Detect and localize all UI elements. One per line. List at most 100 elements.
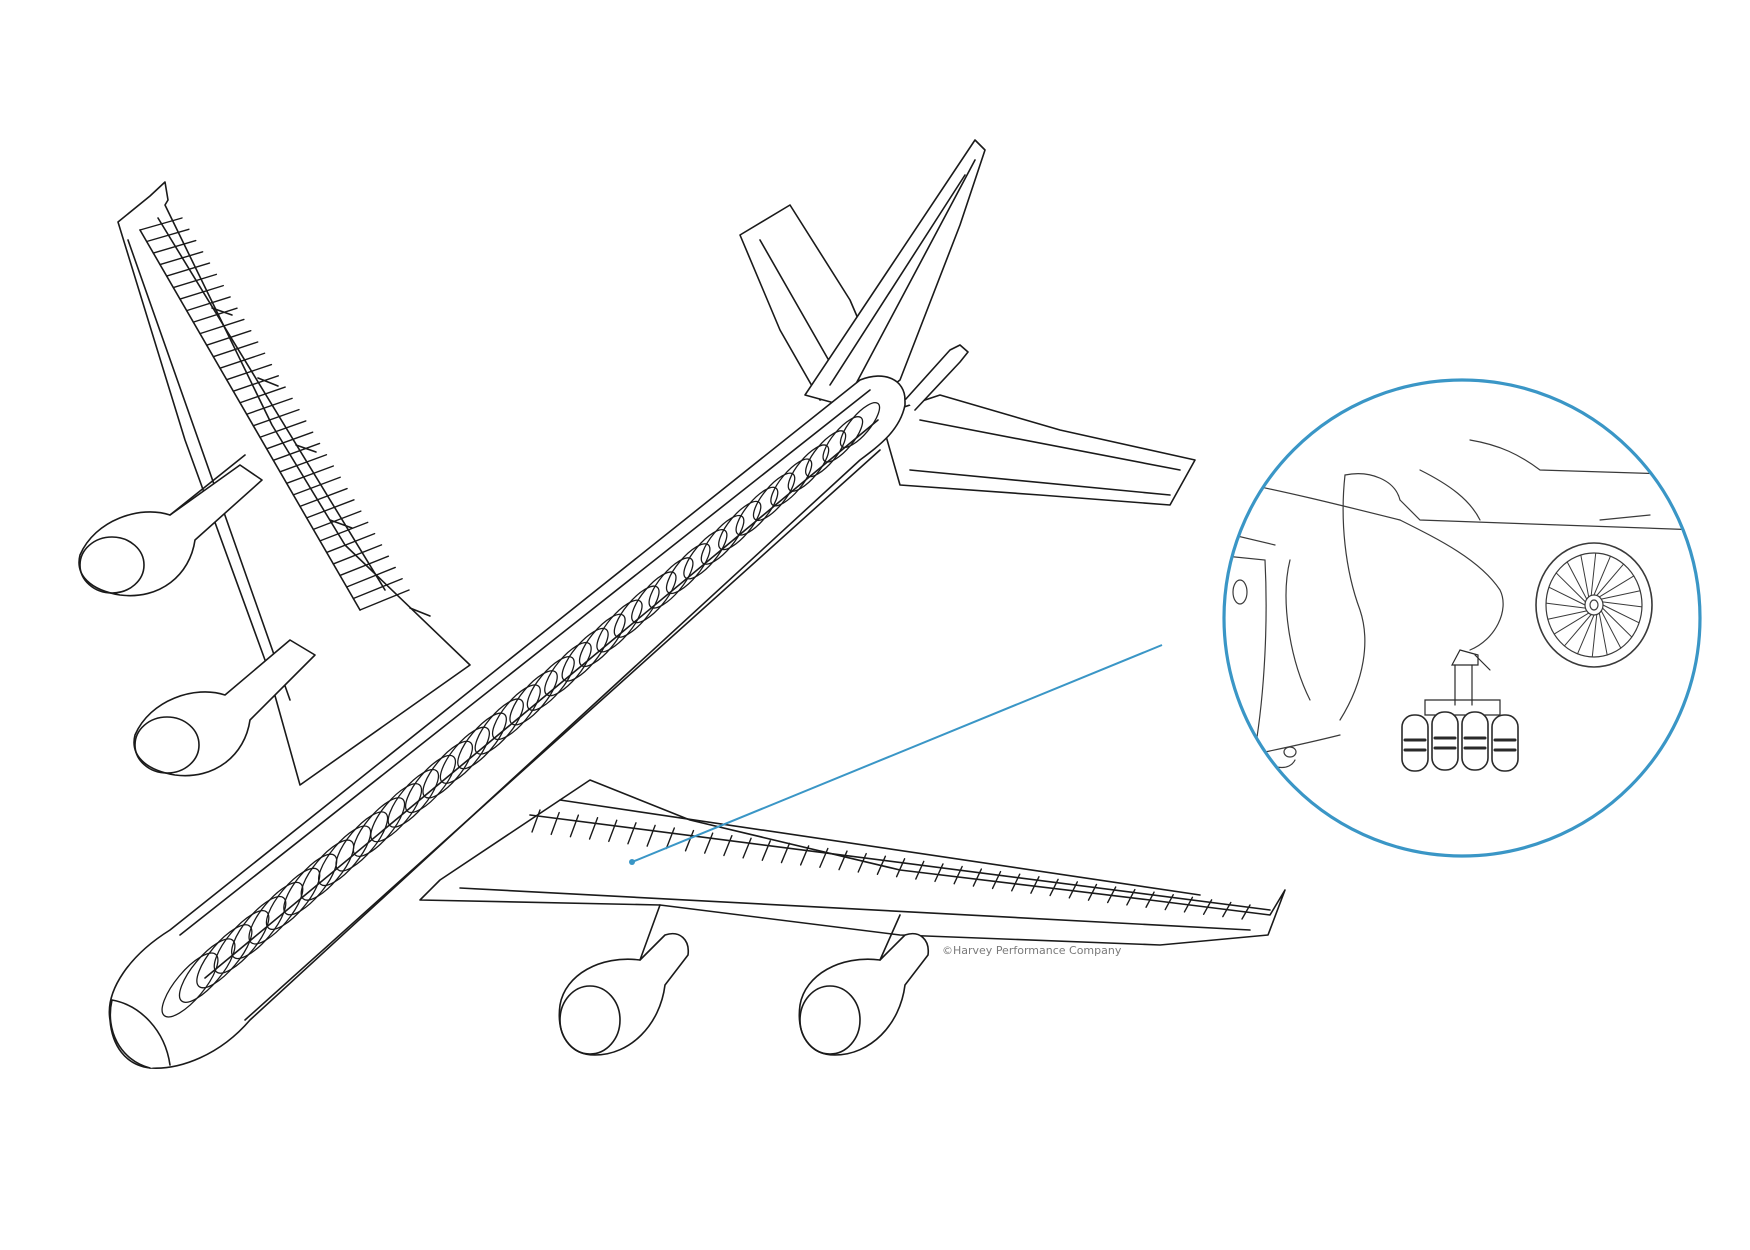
wing-rib bbox=[1126, 888, 1136, 906]
wing-rib bbox=[646, 824, 656, 847]
wing-rib bbox=[742, 837, 752, 859]
fuselage-frame bbox=[196, 924, 253, 989]
wing-rib bbox=[219, 352, 266, 369]
wing-rib bbox=[165, 262, 211, 277]
fan-blade bbox=[1602, 601, 1643, 608]
fan-blade bbox=[1600, 590, 1641, 600]
wing-rib bbox=[608, 819, 618, 843]
wing-rib bbox=[212, 341, 259, 358]
wing-rib bbox=[305, 499, 355, 519]
wing-rib bbox=[550, 811, 560, 836]
fuselage-frame bbox=[352, 797, 406, 857]
wing-rib bbox=[627, 822, 637, 845]
wing-rib bbox=[1087, 883, 1098, 901]
wing-rib bbox=[185, 296, 231, 312]
wing-rib bbox=[876, 855, 887, 876]
fuselage-frame bbox=[248, 881, 304, 945]
left-inner-engine bbox=[133, 639, 316, 777]
engine-fan-icon bbox=[1535, 542, 1653, 668]
callout-anchor bbox=[629, 859, 635, 865]
fuselage-frame bbox=[335, 811, 389, 872]
wing-rib bbox=[345, 566, 396, 588]
wing-rib bbox=[139, 217, 183, 231]
wing-rib bbox=[704, 832, 714, 854]
fuselage-frame bbox=[422, 740, 473, 799]
landing-gear-detail bbox=[1222, 378, 1702, 858]
fuselage-frame bbox=[839, 401, 881, 449]
right-inner-engine bbox=[558, 904, 690, 1056]
wing-rib bbox=[239, 386, 286, 404]
fan-blade bbox=[1598, 612, 1608, 656]
wing-rib bbox=[332, 544, 383, 565]
wing-rib bbox=[225, 363, 273, 381]
right-horizontal-stabilizer bbox=[879, 394, 1196, 506]
wing-rib bbox=[179, 284, 224, 300]
fan-blade bbox=[1590, 552, 1597, 596]
fan-blade bbox=[1593, 555, 1611, 596]
wing-rib bbox=[192, 307, 238, 323]
fan-blade bbox=[1555, 572, 1586, 603]
fuselage-frame bbox=[387, 768, 440, 828]
wing-rib bbox=[665, 827, 676, 850]
wing-rib bbox=[352, 578, 403, 600]
wing-rib bbox=[1049, 878, 1059, 897]
fan-blade bbox=[1580, 554, 1590, 598]
fuselage-frame bbox=[405, 754, 457, 814]
wing-rib bbox=[991, 870, 1002, 890]
fuselage-frame bbox=[161, 952, 219, 1018]
wing-rib bbox=[915, 860, 925, 880]
fan-blade bbox=[1563, 614, 1592, 647]
fan-blade bbox=[1566, 561, 1588, 600]
wing-rib bbox=[723, 834, 733, 857]
wing-rib bbox=[259, 420, 307, 438]
wing-rib bbox=[1222, 901, 1232, 918]
fan-blade bbox=[1548, 586, 1586, 606]
wing-rib bbox=[1145, 891, 1155, 908]
fan-blade bbox=[1602, 604, 1640, 624]
wing-rib bbox=[319, 521, 369, 542]
wing-rib bbox=[285, 465, 335, 485]
wing-rib bbox=[152, 239, 197, 254]
wing-rib bbox=[272, 442, 321, 462]
fan-blade bbox=[1600, 610, 1622, 649]
wing-rib bbox=[292, 476, 341, 496]
wing-rib bbox=[1068, 881, 1078, 899]
wing-rib bbox=[857, 852, 867, 873]
wing-rib bbox=[1011, 873, 1021, 892]
wing-rib bbox=[684, 829, 695, 852]
wing-rib bbox=[819, 847, 829, 868]
wing-rib bbox=[312, 510, 362, 531]
wing-rib bbox=[588, 817, 599, 840]
wing-rib bbox=[159, 251, 204, 266]
wing-rib bbox=[245, 397, 293, 415]
fuselage-frame bbox=[213, 910, 270, 974]
wing-rib bbox=[761, 840, 771, 861]
wing-rib bbox=[339, 555, 390, 577]
left-wing bbox=[117, 181, 471, 786]
wing-rib bbox=[145, 228, 190, 243]
wing-rib bbox=[838, 850, 848, 871]
fuselage-frame bbox=[283, 853, 338, 916]
wing-rib bbox=[279, 454, 328, 473]
wing-rib bbox=[799, 845, 810, 866]
copyright-notice: ©Harvey Performance Company bbox=[942, 944, 1122, 957]
wing-rib bbox=[359, 589, 410, 611]
callout-line bbox=[631, 644, 1163, 863]
wing-rib bbox=[199, 318, 245, 335]
left-wing-ribs bbox=[139, 217, 410, 611]
fuselage-frame bbox=[370, 783, 423, 843]
fan-blade bbox=[1598, 575, 1635, 598]
fuselage-frame bbox=[231, 895, 287, 960]
wing-rib bbox=[953, 865, 963, 885]
wing-rib bbox=[569, 814, 580, 838]
fan-blade bbox=[1596, 563, 1625, 596]
wing-rib bbox=[325, 532, 376, 554]
right-outer-engine bbox=[798, 914, 930, 1056]
wing-rib bbox=[934, 863, 944, 883]
landing-gear-icon bbox=[1401, 649, 1519, 772]
fuselage bbox=[108, 344, 969, 1069]
fan-blade bbox=[1591, 614, 1598, 658]
wing-rib bbox=[780, 842, 791, 864]
fan-blade bbox=[1547, 610, 1588, 620]
